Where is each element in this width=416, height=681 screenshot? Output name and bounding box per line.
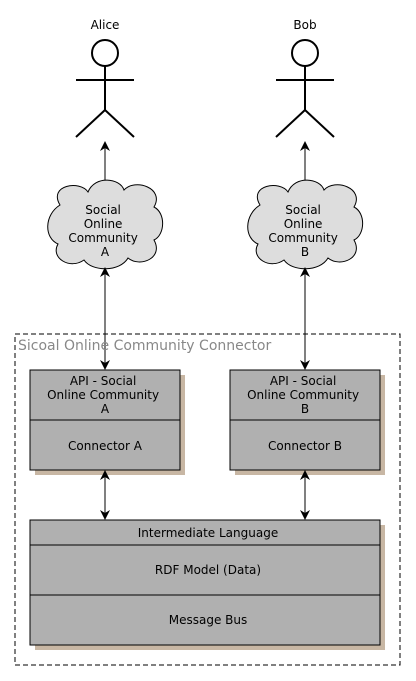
cloud-a-line: Community <box>68 231 137 245</box>
stack-box <box>29 519 381 646</box>
cloud-b-line: Community <box>268 231 337 245</box>
api-a-line: A <box>101 402 110 416</box>
actor-alice-label: Alice <box>91 18 120 32</box>
cloud-shape <box>47 179 164 270</box>
person-icon <box>275 39 335 138</box>
component-a: API - Social Online Community A Connecto… <box>29 369 185 475</box>
cloud-a-line: A <box>101 245 110 259</box>
group-title: Sicoal Online Community Connector <box>18 338 271 354</box>
cloud-b-line: Social <box>285 203 321 217</box>
cloud-a-line: Social <box>85 203 121 217</box>
api-a-label: API - Social Online Community A <box>47 374 163 416</box>
cloud-community-b: Social Online Community B <box>247 179 364 270</box>
cloud-community-a: Social Online Community A <box>47 179 164 270</box>
rdf-model-label: RDF Model (Data) <box>155 563 261 577</box>
api-b-line: API - Social <box>270 374 337 388</box>
api-b-line: Online Community <box>247 388 359 402</box>
connector-a-label: Connector A <box>68 439 143 453</box>
actor-bob: Bob <box>275 18 335 138</box>
cloud-b-line: Online <box>284 217 323 231</box>
message-bus-label: Message Bus <box>169 613 248 627</box>
api-a-line: API - Social <box>70 374 137 388</box>
api-b-line: B <box>301 402 309 416</box>
cloud-b-line: B <box>301 245 309 259</box>
cloud-a-label: Social Online Community A <box>68 203 141 259</box>
cloud-a-line: Online <box>84 217 123 231</box>
cloud-b-label: Social Online Community B <box>268 203 341 259</box>
connector-b-label: Connector B <box>268 439 342 453</box>
api-b-label: API - Social Online Community B <box>247 374 363 416</box>
cloud-shape <box>247 179 364 270</box>
api-a-line: Online Community <box>47 388 159 402</box>
actor-alice: Alice <box>75 18 135 138</box>
person-icon <box>75 39 135 138</box>
component-b: API - Social Online Community B Connecto… <box>229 369 385 475</box>
core-stack: Intermediate Language RDF Model (Data) M… <box>29 519 385 650</box>
actor-bob-label: Bob <box>293 18 316 32</box>
group-frame <box>14 333 401 666</box>
connector-group: Sicoal Online Community Connector <box>14 333 401 666</box>
intermediate-language-label: Intermediate Language <box>138 526 278 540</box>
